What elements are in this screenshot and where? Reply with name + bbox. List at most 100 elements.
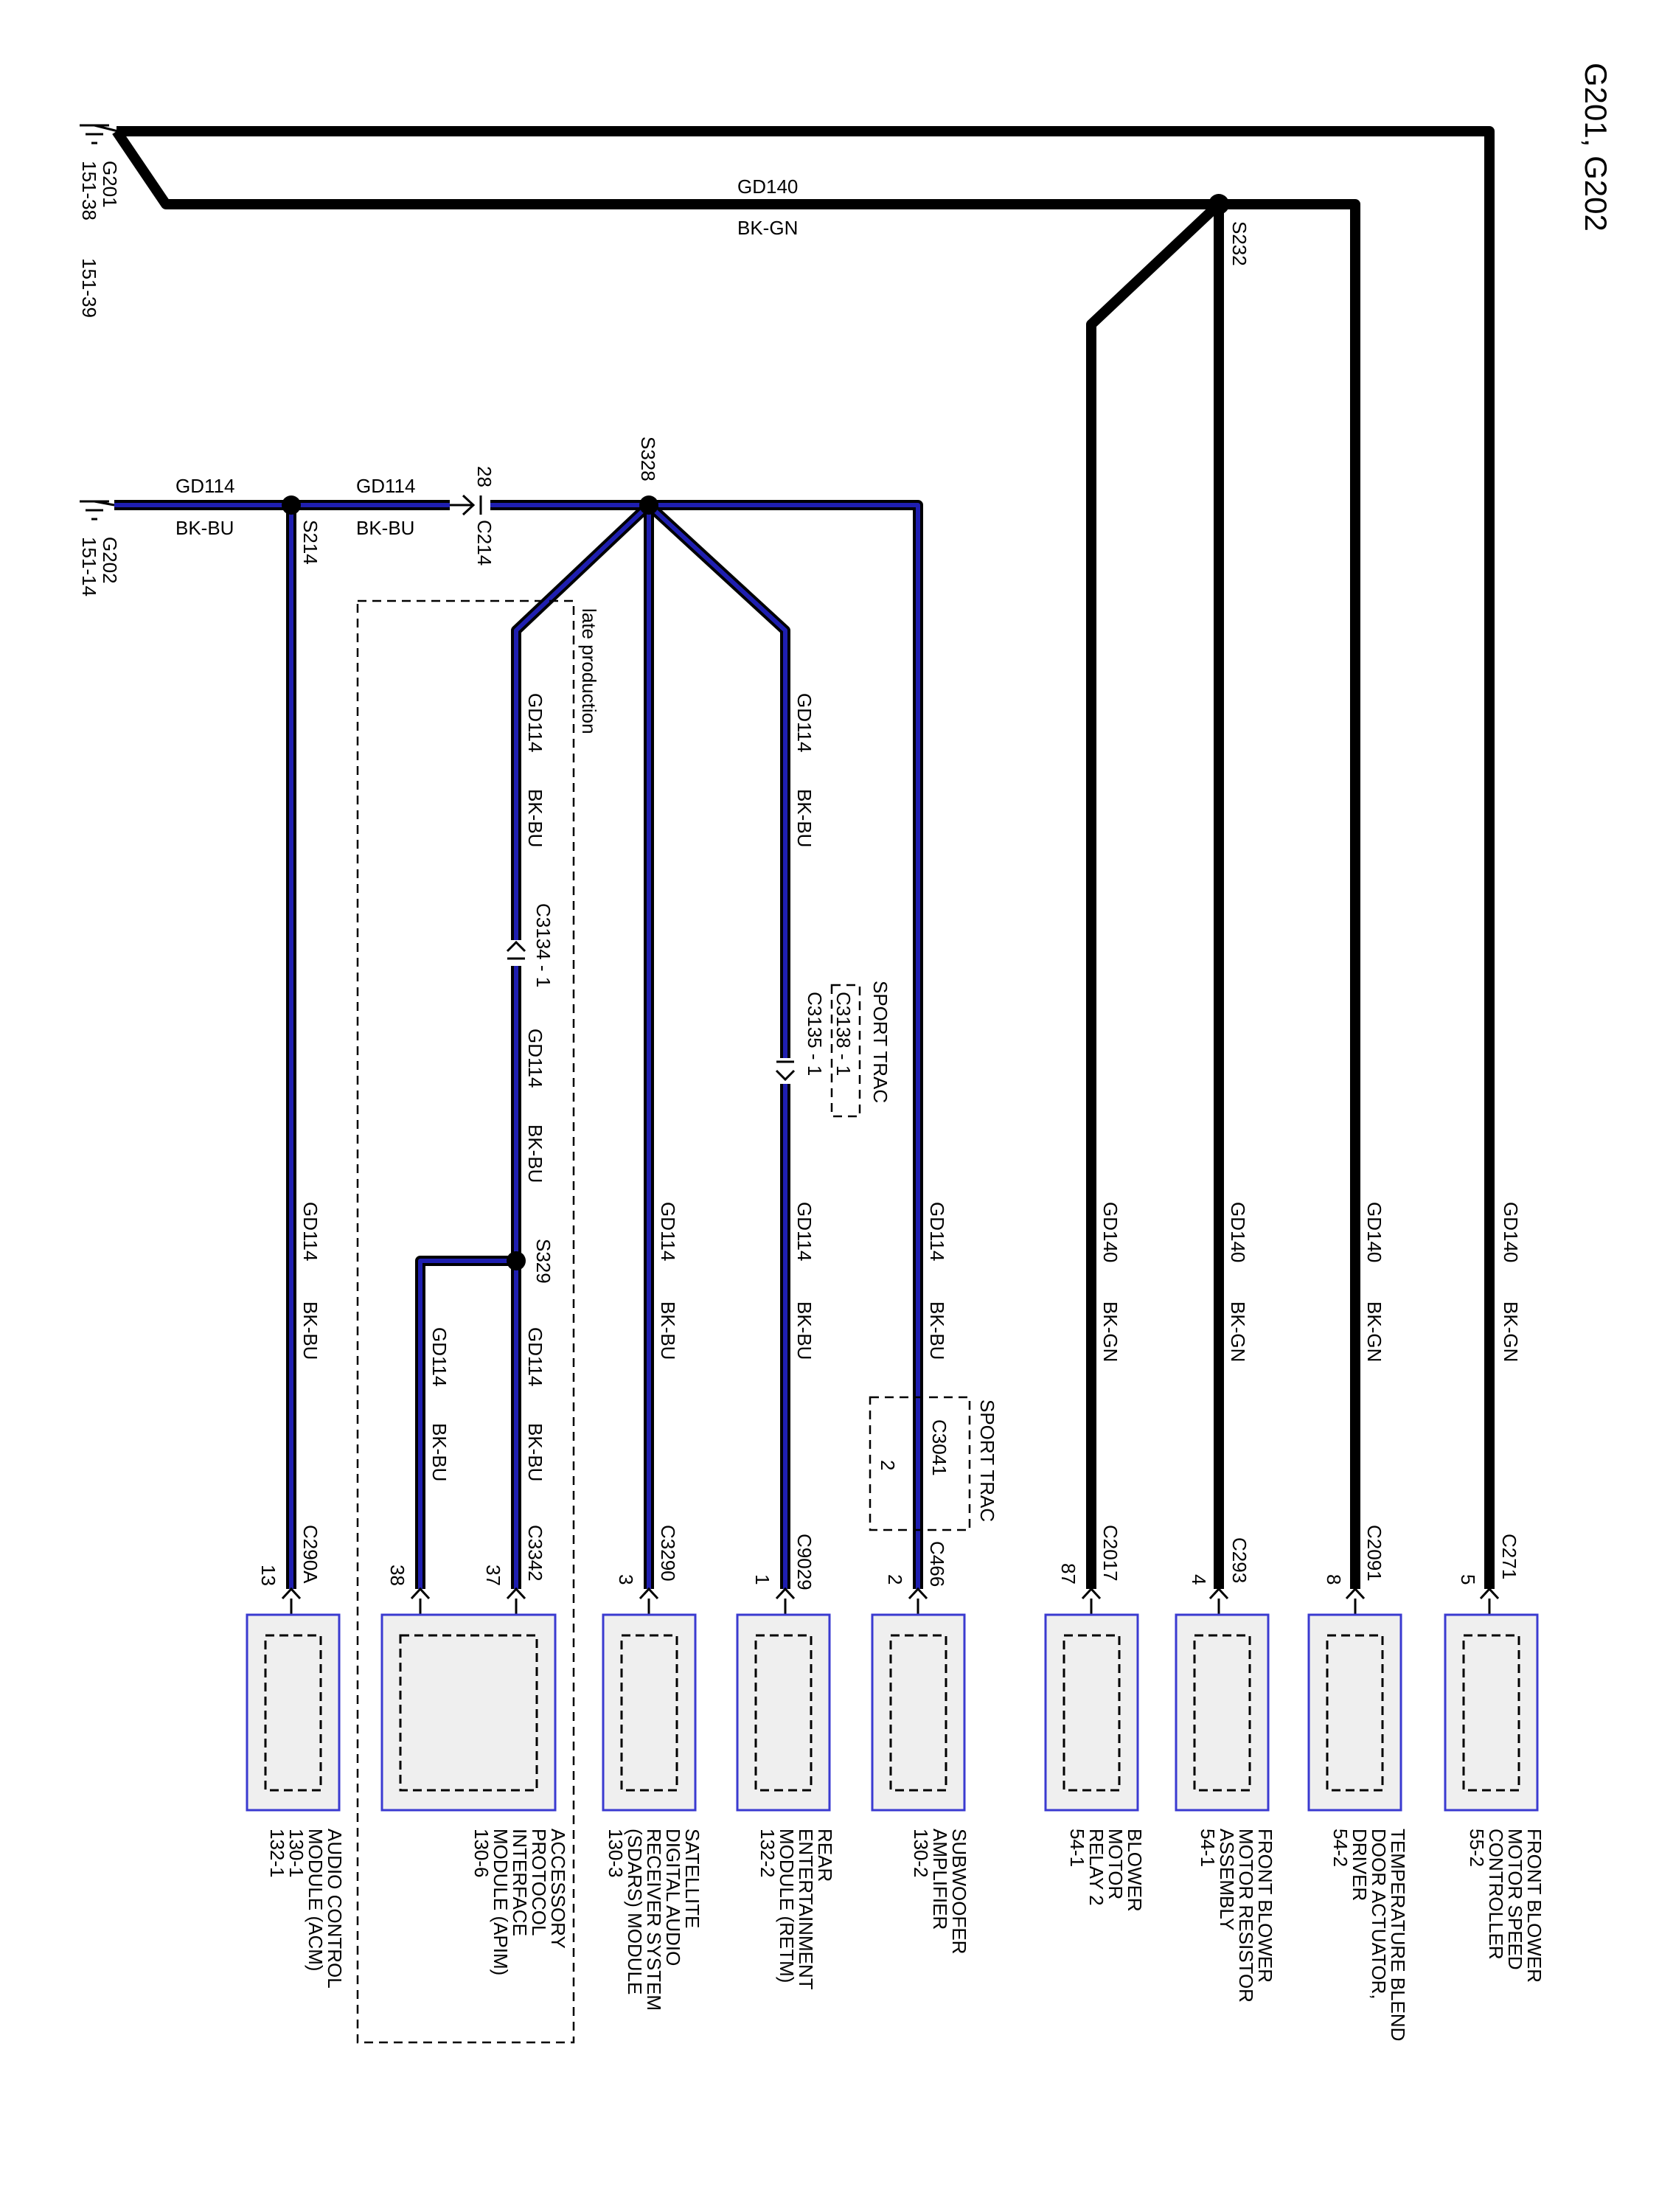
svg-text:CONTROLLER: CONTROLLER [1485,1829,1507,1960]
gd114-color-570: BK-BU [428,1423,451,1481]
svg-text:MOTOR RESISTOR: MOTOR RESISTOR [1235,1829,1257,2003]
svg-text:MOTOR SPEED: MOTOR SPEED [1504,1829,1526,1970]
audio-control-module-label: AUDIO CONTROL MODULE (ACM) 130-1 132-1 [266,1829,346,1989]
gd140-label-1653: GD140 [1227,1202,1249,1262]
wire-gd114-bus [114,500,923,1589]
gd114-label-1245: GD114 [926,1202,948,1261]
svg-text:RECEIVER SYSTEM: RECEIVER SYSTEM [643,1829,665,2011]
connector-c214 [450,494,482,516]
g201-ref-2: 151-39 [78,258,100,318]
svg-text:54-2: 54-2 [1329,1829,1352,1867]
late-production-box [356,599,575,2044]
svg-text:REAR: REAR [814,1829,836,1882]
svg-text:MOTOR: MOTOR [1105,1829,1127,1899]
gd114-label-395: GD114 [299,1202,321,1261]
c2017-pin: 87 [1057,1563,1079,1585]
svg-text:130-2: 130-2 [910,1829,932,1878]
gd140-color-top: BK-GN [737,217,798,239]
c293-label: C293 [1228,1537,1251,1583]
late-production-label: late production [578,608,600,734]
sport-trac-label-1: SPORT TRAC [869,981,891,1103]
gd114-color-top-1: BK-BU [175,517,234,539]
svg-text:RELAY 2: RELAY 2 [1085,1829,1107,1906]
sport-trac-label-2: SPORT TRAC [976,1399,998,1522]
c3342-pin-37: 37 [482,1565,504,1586]
svg-text:(SDARS) MODULE: (SDARS) MODULE [624,1829,646,1994]
gd140-color-1653: BK-GN [1227,1301,1249,1362]
c214-label: C214 [473,520,495,566]
c290a-pin: 13 [257,1565,279,1586]
component-sdars-module [602,1587,697,1812]
c3290-pin: 3 [615,1574,637,1585]
rear-entertainment-module-label: REAR ENTERTAINMENT MODULE (RETM) 132-2 [757,1829,836,1990]
svg-text:DIGITAL AUDIO: DIGITAL AUDIO [662,1829,684,1966]
svg-text:AUDIO CONTROL: AUDIO CONTROL [324,1829,346,1989]
component-audio-control-module [246,1587,341,1812]
svg-text:54-1: 54-1 [1066,1829,1088,1867]
connector-c3135 [775,1060,796,1082]
gd114-color-1245: BK-BU [926,1301,948,1360]
gd114-color-395: BK-BU [299,1301,321,1360]
splice-s328 [639,495,658,515]
c290a-label: C290A [299,1525,321,1584]
gd140-label-top: GD140 [737,175,798,198]
component-front-blower-motor-resistor [1175,1587,1270,1812]
gd114-color-700b: BK-BU [524,1124,546,1183]
c3138-label: C3138 - 1 [832,992,855,1076]
gd114-label-700a: GD114 [524,693,546,752]
component-blower-motor-relay-2 [1044,1587,1139,1812]
svg-text:BLOWER: BLOWER [1124,1829,1146,1912]
c3342-pin-38: 38 [386,1565,408,1586]
ground-g201 [80,124,119,145]
component-apim [380,1587,557,1812]
gd140-color-1838: BK-GN [1363,1301,1385,1362]
svg-text:MODULE (ACM): MODULE (ACM) [305,1829,327,1972]
c466-pin: 2 [884,1574,906,1585]
gd114-color-700a: BK-BU [524,789,546,847]
splice-s232 [1208,194,1229,215]
splice-s214-label: S214 [299,520,321,565]
svg-text:132-2: 132-2 [757,1829,779,1878]
svg-text:DRIVER: DRIVER [1349,1829,1371,1901]
sport-trac-c3041-box [869,1396,971,1531]
splice-s232-label: S232 [1228,221,1251,266]
gd114-color-1065b: BK-BU [793,1301,815,1360]
c2091-pin: 8 [1323,1574,1345,1585]
gd140-label-1480: GD140 [1099,1202,1121,1262]
gd140-label-2020: GD140 [1500,1202,1522,1262]
svg-text:132-1: 132-1 [266,1829,288,1878]
gd114-color-880: BK-BU [657,1301,679,1360]
c2017-label: C2017 [1099,1525,1121,1582]
g202-ref-1: 151-14 [78,537,100,597]
gd114-color-top-2: BK-BU [356,517,414,539]
c9029-label: C9029 [793,1534,815,1590]
svg-text:54-1: 54-1 [1197,1829,1219,1867]
front-blower-motor-resistor-label: FRONT BLOWER MOTOR RESISTOR ASSEMBLY 54-… [1197,1829,1276,2003]
component-temperature-blend-door-actuator [1307,1587,1402,1812]
splice-s329-label: S329 [532,1239,554,1284]
c3342-label: C3342 [524,1525,546,1582]
svg-text:SUBWOOFER: SUBWOOFER [948,1829,970,1954]
c3135-label: C3135 - 1 [804,992,826,1076]
svg-text:MODULE (APIM): MODULE (APIM) [490,1829,512,1975]
blower-motor-relay-2-label: BLOWER MOTOR RELAY 2 54-1 [1066,1829,1146,1912]
gd114-color-700c: BK-BU [524,1423,546,1481]
sdars-module-label: SATELLITE DIGITAL AUDIO RECEIVER SYSTEM … [605,1829,703,2011]
sport-trac-c3138-box [830,984,861,1118]
svg-text:FRONT BLOWER: FRONT BLOWER [1254,1829,1276,1983]
svg-text:DOOR ACTUATOR,: DOOR ACTUATOR, [1368,1829,1390,2000]
apim-label: ACCESSORY PROTOCOL INTERFACE MODULE (API… [470,1829,569,1975]
svg-text:ENTERTAINMENT: ENTERTAINMENT [795,1829,817,1990]
svg-text:130-6: 130-6 [470,1829,493,1878]
gd114-label-570: GD114 [428,1327,451,1386]
connector-c3134 [506,940,526,960]
splice-s329 [507,1251,526,1270]
gd140-color-1480: BK-GN [1099,1301,1121,1362]
gd114-label-top-2: GD114 [356,475,415,497]
svg-text:INTERFACE: INTERFACE [509,1829,531,1936]
svg-text:55-2: 55-2 [1466,1829,1488,1867]
c3041-pin: 2 [877,1460,899,1470]
g202-label: G202 [99,537,121,584]
svg-text:130-1: 130-1 [285,1829,307,1878]
